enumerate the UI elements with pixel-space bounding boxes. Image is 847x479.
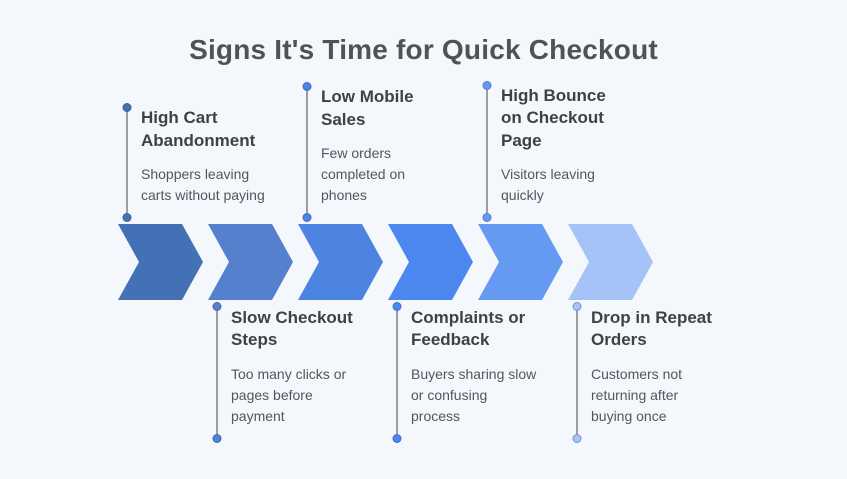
chevron-arrow [478, 224, 563, 300]
item-description: Shoppers leaving carts without paying [141, 166, 265, 203]
item-title: Slow Checkout Steps [231, 308, 353, 350]
connector-line [306, 86, 308, 218]
chevron-arrow-band [118, 224, 653, 300]
item-title: Complaints or Feedback [411, 308, 526, 350]
chevron-arrow [298, 224, 383, 300]
page-title: Signs It's Time for Quick Checkout [189, 34, 658, 65]
connector-line [216, 306, 218, 439]
connector-line [486, 84, 488, 218]
item-description: Buyers sharing slow or confusing process [411, 365, 537, 424]
item-title: High Bounce on Checkout Page [501, 85, 606, 150]
connector-line [396, 306, 398, 439]
item-description: Few orders completed on phones [321, 145, 406, 203]
item-description: Customers not returning after buying onc… [591, 365, 683, 424]
chevron-arrow [388, 224, 473, 300]
connector-line [576, 306, 578, 439]
chevron-arrow [568, 224, 653, 300]
chevron-arrow [208, 224, 293, 300]
chevron-arrow [118, 224, 203, 300]
connector-line [126, 107, 128, 218]
item-description: Visitors leaving quickly [501, 166, 595, 203]
item-title: Low Mobile Sales [321, 87, 414, 129]
item-title: Drop in Repeat Orders [591, 308, 712, 350]
item-title: High Cart Abandonment [141, 108, 256, 150]
item-description: Too many clicks or pages before payment [231, 365, 347, 424]
